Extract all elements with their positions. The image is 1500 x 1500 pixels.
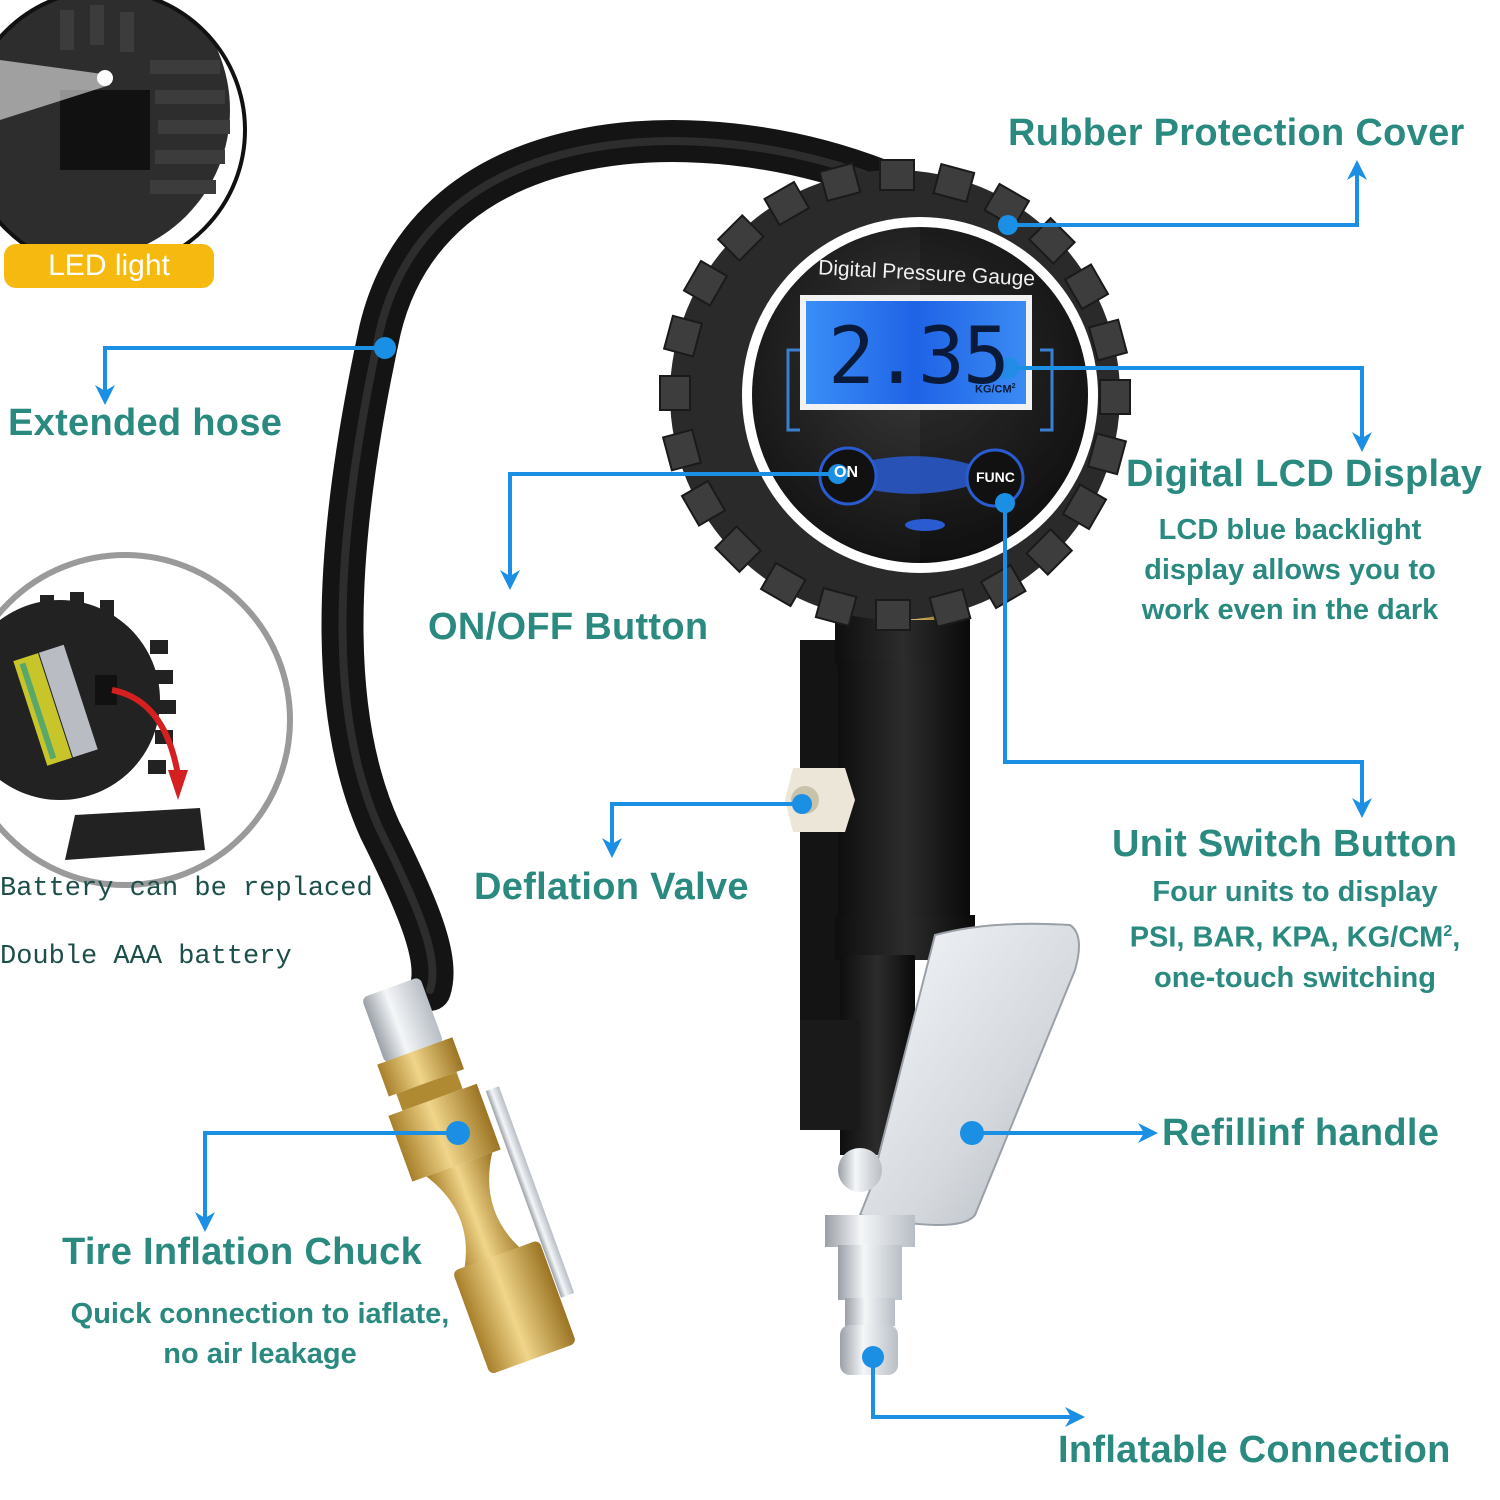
lcd-reading: 2.35 [828,312,1010,402]
lcd-desc-line-3: work even in the dark [1141,594,1439,626]
refilling-handle [858,922,1080,1226]
unit-switch-description: Four units to display PSI, BAR, KPA, KG/… [1095,872,1495,998]
refilling-handle-title: Refillinf handle [1162,1112,1440,1154]
chuck-title: Tire Inflation Chuck [62,1231,423,1273]
led-light-label: LED light [48,249,170,282]
unit-switch-desc-line-2: PSI, BAR, KPA, KG/CM2, [1129,921,1461,954]
battery-replace-text: Battery can be replaced [0,874,373,904]
battery-type-text: Double AAA battery [0,942,292,972]
lcd-desc-line-1: LCD blue backlight [1158,514,1422,546]
unit-switch-title: Unit Switch Button [1112,823,1458,865]
lcd-screen [806,301,1026,404]
battery-inset [0,552,293,888]
hose-title: Extended hose [8,402,283,444]
lcd-unit-sup: 2 [1011,383,1016,390]
chuck-description: Quick connection to iaflate, no air leak… [30,1294,490,1374]
func-button-shape [965,448,1025,508]
led-light-badge: LED light [4,244,214,288]
chuck-desc-line-2: no air leakage [163,1338,357,1370]
lcd-unit-text: KG/CM [975,383,1012,396]
on-off-title: ON/OFF Button [428,606,709,648]
led-inset [0,0,247,272]
lcd-title: Digital LCD Display [1126,453,1483,495]
lcd-unit: KG/CM2 [975,383,1016,396]
deflation-valve-title: Deflation Valve [474,866,749,908]
inflatable-connection-title: Inflatable Connection [1058,1429,1451,1471]
unit-switch-desc-line-3: one-touch switching [1154,961,1436,994]
unit-switch-desc-line-1: Four units to display [1152,876,1438,908]
on-button[interactable]: ON [834,464,858,481]
rubber-cover-title: Rubber Protection Cover [1008,112,1465,154]
func-button[interactable]: FUNC [976,469,1015,485]
lcd-description: LCD blue backlight display allows you to… [1110,510,1470,630]
callout-lines [95,160,1372,1427]
lcd-desc-line-2: display allows you to [1144,554,1436,586]
chuck-desc-line-1: Quick connection to iaflate, [70,1298,450,1330]
callout-dots [374,215,1019,1368]
